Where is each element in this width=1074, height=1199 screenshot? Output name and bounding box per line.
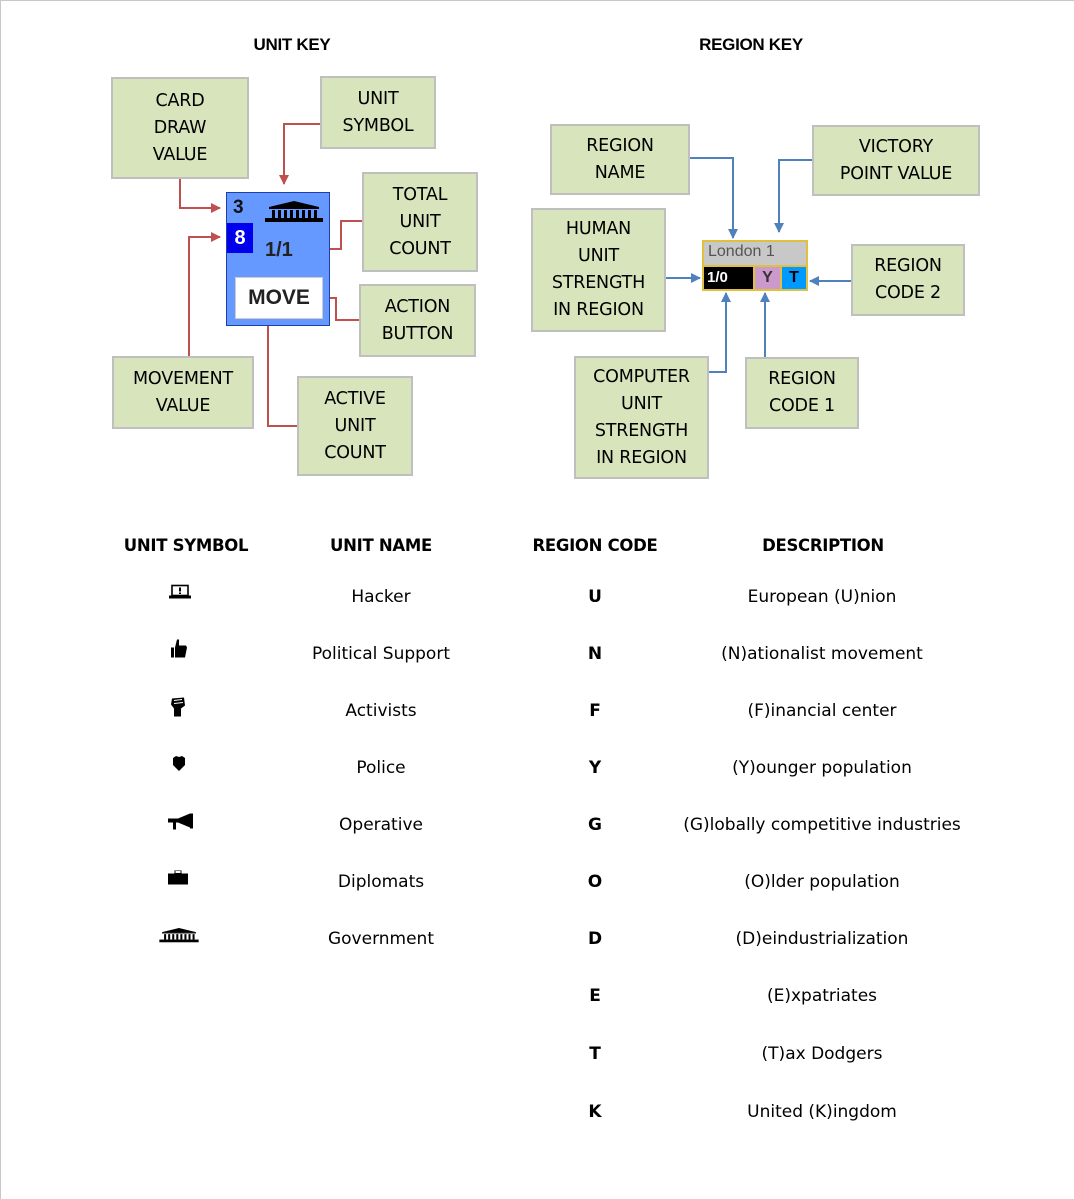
header-unit-symbol: UNIT SYMBOL bbox=[123, 536, 249, 555]
callout-action-button: ACTION BUTTON bbox=[359, 284, 476, 357]
hacker-laptop-icon bbox=[169, 584, 191, 604]
move-action-button[interactable]: MOVE bbox=[235, 277, 323, 319]
callout-card-draw-value: CARD DRAW VALUE bbox=[111, 77, 249, 179]
callout-victory-point-value: VICTORY POINT VALUE bbox=[812, 125, 980, 196]
region-desc-y: (Y)ounger population bbox=[732, 758, 912, 778]
callout-region-code-2: REGION CODE 2 bbox=[851, 244, 965, 316]
region-desc-k: United (K)ingdom bbox=[747, 1102, 897, 1122]
callout-computer-unit-strength: COMPUTER UNIT STRENGTH IN REGION bbox=[574, 356, 709, 479]
region-code-y: Y bbox=[588, 758, 602, 778]
police-badge-icon bbox=[173, 756, 185, 776]
card-draw-value: 3 bbox=[233, 197, 244, 218]
region-code-k: K bbox=[588, 1102, 602, 1122]
movement-value: 8 bbox=[227, 223, 253, 253]
unit-name-operative: Operative bbox=[339, 815, 423, 835]
callout-human-unit-strength: HUMAN UNIT STRENGTH IN REGION bbox=[531, 208, 666, 332]
region-code-o: O bbox=[587, 872, 603, 892]
unit-name-political-support: Political Support bbox=[312, 644, 450, 664]
region-card[interactable]: London 1 1/0 Y T bbox=[702, 240, 808, 291]
region-code-t: T bbox=[589, 1044, 601, 1064]
region-key-title: REGION KEY bbox=[699, 35, 803, 54]
region-code-d: D bbox=[587, 929, 603, 949]
callout-unit-symbol: UNIT SYMBOL bbox=[320, 76, 436, 149]
region-code-n: N bbox=[587, 644, 603, 664]
region-code-f: F bbox=[589, 701, 601, 721]
government-building-icon bbox=[158, 928, 200, 949]
callout-total-unit-count: TOTAL UNIT COUNT bbox=[362, 172, 478, 272]
region-code-e: E bbox=[589, 986, 601, 1006]
region-code-g: G bbox=[588, 815, 602, 835]
region-name: London 1 bbox=[708, 243, 775, 260]
unit-strength: 1/0 bbox=[704, 267, 755, 289]
region-code-u: U bbox=[588, 587, 602, 607]
raised-fist-icon bbox=[171, 697, 185, 722]
unit-name-police: Police bbox=[356, 758, 406, 778]
unit-card[interactable]: 3 8 1/1 MOVE bbox=[226, 192, 330, 326]
region-code-1: Y bbox=[755, 267, 782, 289]
region-desc-u: European (U)nion bbox=[747, 587, 897, 607]
region-desc-f: (F)inancial center bbox=[747, 701, 897, 721]
region-desc-n: (N)ationalist movement bbox=[721, 644, 923, 664]
header-description: DESCRIPTION bbox=[762, 536, 884, 555]
briefcase-icon bbox=[168, 870, 188, 890]
callout-region-code-1: REGION CODE 1 bbox=[745, 357, 859, 429]
region-desc-o: (O)lder population bbox=[744, 872, 900, 892]
region-card-divider bbox=[704, 265, 806, 267]
callout-movement-value: MOVEMENT VALUE bbox=[112, 356, 254, 429]
government-icon bbox=[263, 201, 325, 228]
unit-name-activists: Activists bbox=[345, 701, 417, 721]
region-desc-t: (T)ax Dodgers bbox=[761, 1044, 883, 1064]
unit-name-hacker: Hacker bbox=[351, 587, 411, 607]
unit-count: 1/1 bbox=[265, 239, 293, 261]
region-desc-e: (E)xpatriates bbox=[766, 986, 878, 1006]
callout-region-name: REGION NAME bbox=[550, 124, 690, 195]
region-code-2: T bbox=[782, 267, 806, 289]
header-region-code: REGION CODE bbox=[532, 536, 658, 555]
unit-name-diplomats: Diplomats bbox=[337, 872, 425, 892]
header-unit-name: UNIT NAME bbox=[330, 536, 432, 555]
region-desc-g: (G)lobally competitive industries bbox=[683, 815, 961, 835]
unit-name-government: Government bbox=[327, 929, 435, 949]
callout-active-unit-count: ACTIVE UNIT COUNT bbox=[297, 376, 413, 476]
region-desc-d: (D)eindustrialization bbox=[735, 929, 909, 949]
megaphone-icon bbox=[168, 813, 194, 835]
thumbs-up-icon bbox=[171, 639, 187, 663]
unit-key-title: UNIT KEY bbox=[253, 35, 331, 54]
